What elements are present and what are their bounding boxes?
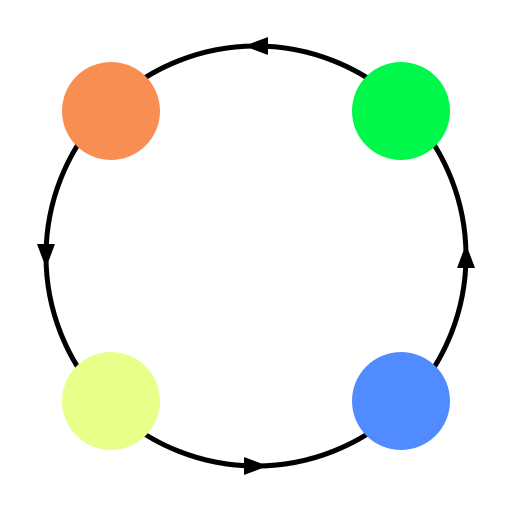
- arrow-left-down-icon: [37, 244, 55, 268]
- node-bottom-left: [62, 352, 160, 450]
- node-top-left: [62, 62, 160, 160]
- arrow-top-left-icon: [244, 37, 268, 55]
- arrow-bottom-right-icon: [244, 457, 268, 475]
- node-top-right: [352, 62, 450, 160]
- direction-arrows-group: [37, 37, 475, 475]
- state-nodes-group: [62, 62, 450, 450]
- arrow-right-up-icon: [457, 244, 475, 268]
- node-bottom-right: [352, 352, 450, 450]
